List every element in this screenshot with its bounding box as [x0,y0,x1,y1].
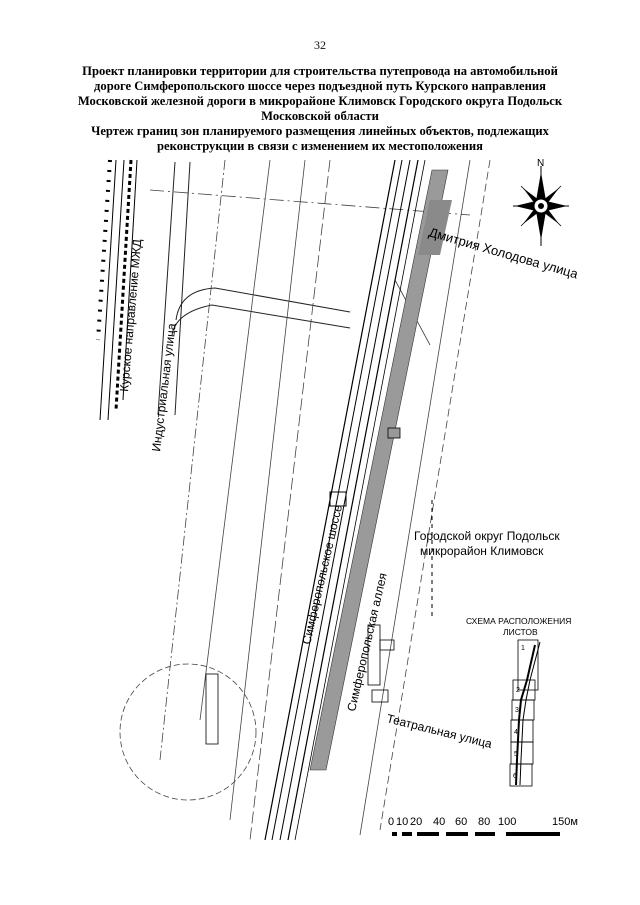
sheet-number: 4 [514,729,518,736]
industrial-street-road [157,161,351,416]
alley-strip [309,169,449,771]
scale-tick: 60 [455,816,467,828]
title-line: дороге Симферопольского шоссе через подъ… [94,79,546,93]
scale-tick: 20 [410,816,422,828]
sheet-number: 5 [514,751,518,758]
scale-tick: 80 [478,816,490,828]
kholodova-street-label: Дмитрия Холодова улица [427,224,580,281]
scale-tick: 150м [552,816,578,828]
zone-rectangle [205,673,219,745]
alley-marker [387,427,401,439]
scale-tick: 100 [498,816,516,828]
sheet-number: 6 [513,773,517,780]
compass-rose-icon [513,166,569,246]
simferopol-highway [264,159,426,841]
sheet-scheme-title-line1: СХЕМА РАСПОЛОЖЕНИЯ [466,616,571,626]
title-line: Московской области [261,109,379,123]
boundary-lines [149,159,491,841]
buildings [367,624,395,703]
teatralnaya-street-label: Театральная улица [385,711,493,751]
scale-tick: 0 [388,816,394,828]
sheet-number: 1 [521,645,525,652]
alley-strip-upper [418,200,452,255]
north-label: N [537,158,544,169]
title-line: Проект планировки территории для строите… [82,64,558,78]
page-number: 32 [314,38,326,52]
scale-tick: 10 [396,816,408,828]
scale-tick: 40 [433,816,445,828]
planning-zone-circle [119,663,257,801]
railway-lines [96,159,138,421]
title-line: Чертеж границ зон планируемого размещени… [91,124,549,138]
sheet-scheme [509,639,541,787]
sheet-number: 2 [516,687,520,694]
title-line: реконструкции в связи с изменением их ме… [157,139,483,153]
district-label-line1: Городской округ Подольск [414,529,560,543]
sheet-number: 3 [515,707,519,714]
industrial-street-label: Индустриальная улица [149,322,179,452]
title-line: Московской железной дороги в микрорайоне… [77,94,563,108]
highway-marker [329,491,347,507]
sheet-scheme-title-line2: ЛИСТОВ [503,627,538,637]
district-label-line2: микрорайон Климовск [420,544,544,558]
scale-bar: 0 10 20 40 60 80 100 150м [388,816,578,836]
document-title: Проект планировки территории для строите… [60,64,580,154]
